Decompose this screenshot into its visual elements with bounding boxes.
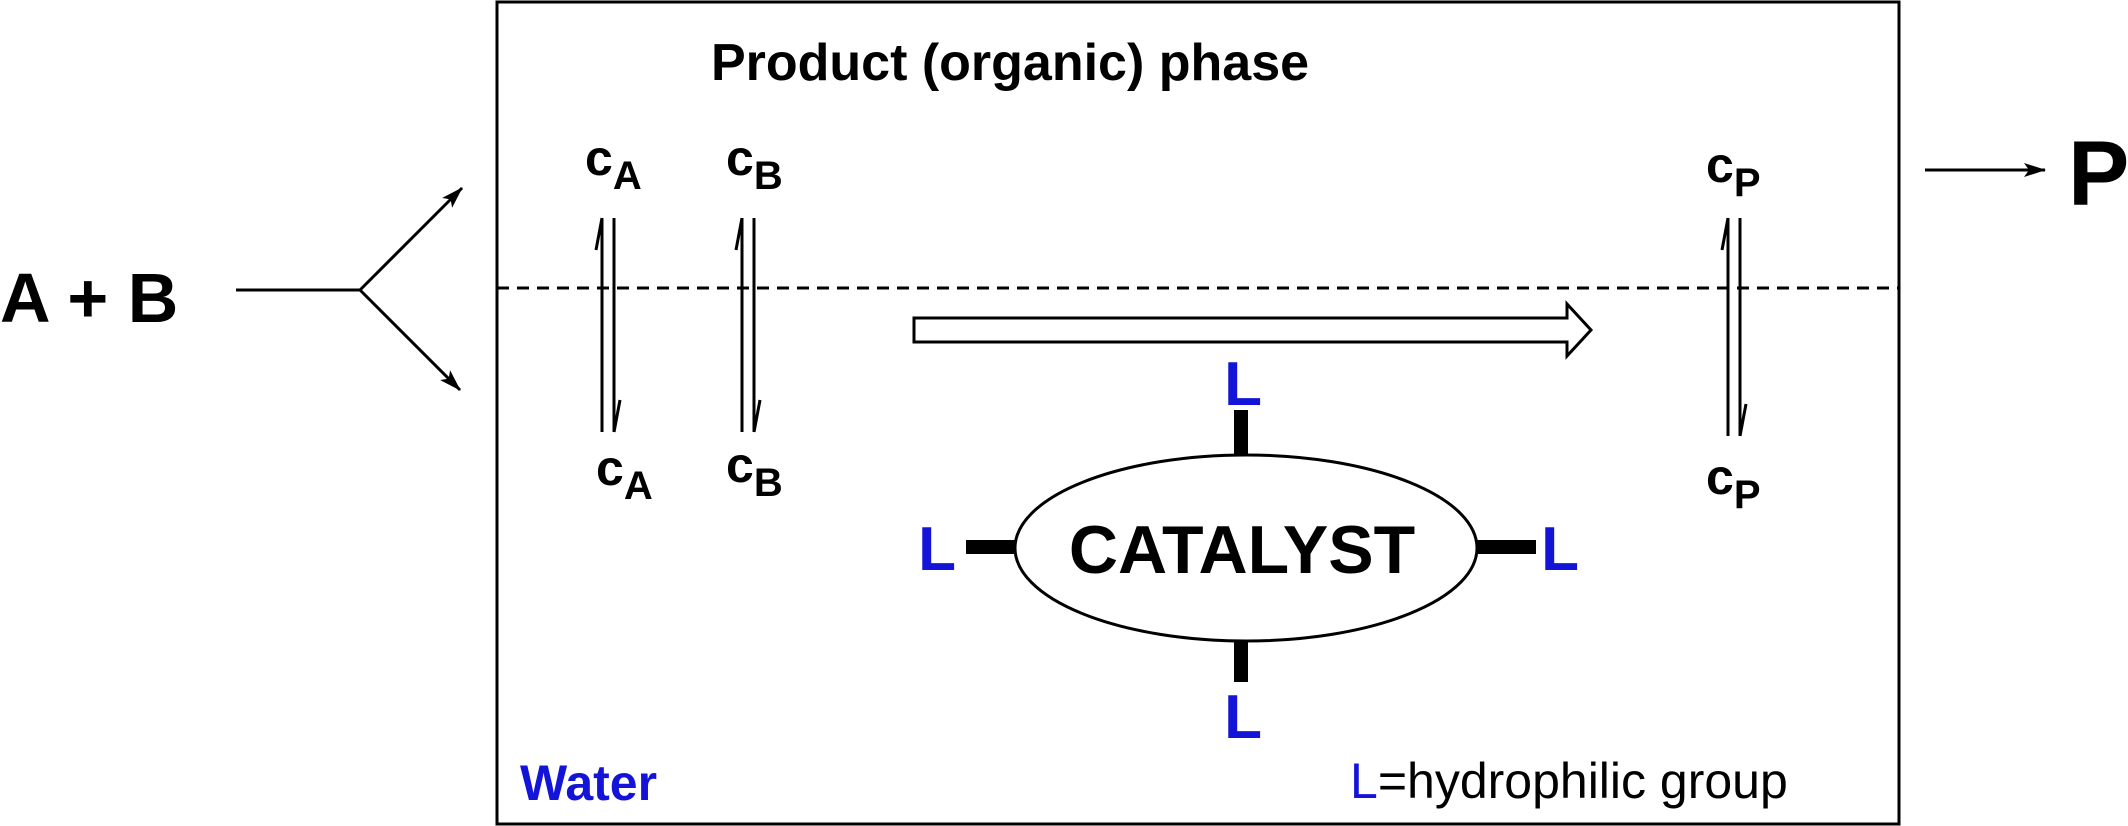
catalyst: CATALYST [966,410,1536,682]
ligand-bond-left [966,540,1016,554]
species-cp-water: cP [1706,449,1761,517]
catalyst-label: CATALYST [1069,512,1415,588]
feed-split-arrow [236,186,464,392]
product-label: P [2068,123,2128,225]
reaction-arrow [912,300,1594,360]
species-cb-water-sub: B [754,461,783,505]
ligand-top: L [1224,350,1262,419]
species-cb-organic: cB [726,130,783,198]
species-ca-water: cA [596,440,653,508]
species-cp-organic: cP [1706,137,1761,205]
water-phase-label: Water [520,755,657,811]
species-cb-water-base: c [726,437,754,493]
organic-phase-label: Product (organic) phase [711,34,1309,92]
ligand-bond-bottom [1234,640,1248,682]
species-ca-water-sub: A [624,464,653,508]
reactor-box [495,0,1901,826]
ligand-right: L [1541,515,1579,584]
species-ca-organic-base: c [585,130,613,186]
species-cb-water: cB [726,437,783,505]
species-cb-organic-sub: B [754,154,783,198]
legend-symbol: L [1350,753,1378,809]
species-cb-organic-base: c [726,130,754,186]
species-cp-organic-base: c [1706,137,1734,193]
species-ca-organic-sub: A [613,154,642,198]
ligand-left: L [918,515,956,584]
equilibrium-arrow-p [1720,217,1748,437]
equilibrium-arrow-b [734,217,762,433]
feed-label: A + B [0,259,178,337]
species-ca-organic: cA [585,130,642,198]
species-cp-water-base: c [1706,449,1734,505]
species-cp-organic-sub: P [1734,161,1761,205]
legend: L=hydrophilic group [1350,753,1788,809]
legend-text: =hydrophilic group [1378,753,1788,809]
ligand-bond-right [1474,540,1536,554]
species-ca-water-base: c [596,440,624,496]
ligand-bond-top [1234,410,1248,454]
catalyst-body [1013,453,1479,643]
ligand-bottom: L [1224,683,1262,752]
equilibrium-arrow-a [594,217,622,433]
species-cp-water-sub: P [1734,473,1761,517]
